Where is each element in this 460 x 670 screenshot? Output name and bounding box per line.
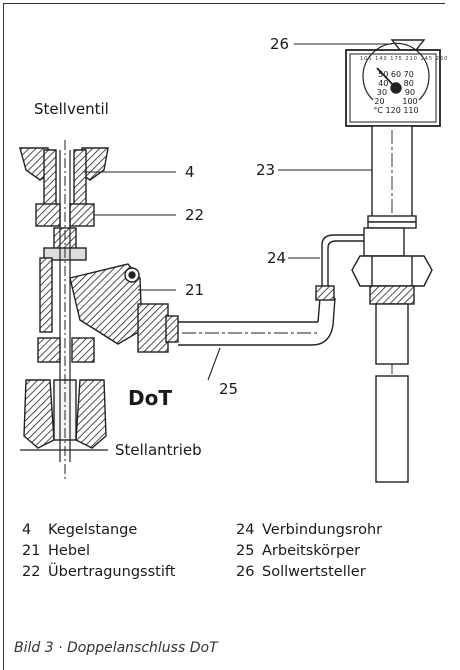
label-stellantrieb: Stellantrieb bbox=[115, 441, 202, 459]
leader-lines bbox=[84, 43, 392, 381]
dial-30: 30 bbox=[376, 88, 388, 97]
dial-120: 120 bbox=[385, 106, 401, 115]
dial-unit: °C bbox=[373, 106, 383, 115]
dial-60: 60 bbox=[390, 70, 402, 79]
callout-26: 26 bbox=[270, 35, 290, 53]
callout-23: 23 bbox=[256, 161, 276, 179]
callout-22: 22 bbox=[185, 206, 205, 224]
label-stellventil: Stellventil bbox=[34, 100, 109, 118]
dial-small-marks: 105 140 175 210 245 280 bbox=[360, 56, 449, 62]
dial-50: 50 bbox=[378, 70, 389, 79]
thermostat-assembly bbox=[345, 39, 441, 483]
dial-scale: 50 60 70 40 80 30 90 20 100 °C 120 110 bbox=[357, 70, 435, 115]
working-body-tube bbox=[178, 285, 336, 346]
callout-21: 21 bbox=[185, 281, 205, 299]
dial-40: 40 bbox=[378, 79, 389, 88]
connection-pipe bbox=[321, 234, 368, 286]
dial-20: 20 bbox=[374, 97, 385, 106]
figure-caption: Bild 3 · Doppelanschluss DoT bbox=[14, 640, 218, 656]
callout-24: 24 bbox=[267, 249, 287, 267]
callout-4: 4 bbox=[185, 163, 195, 181]
dial-100: 100 bbox=[402, 97, 418, 106]
dial-80: 80 bbox=[403, 79, 414, 88]
dial-90: 90 bbox=[404, 88, 416, 97]
dial-110: 110 bbox=[403, 106, 419, 115]
label-dot: DoT bbox=[128, 386, 172, 410]
valve-assembly bbox=[19, 140, 179, 482]
dial-70: 70 bbox=[403, 70, 414, 79]
figure-frame bbox=[3, 3, 445, 670]
callout-25: 25 bbox=[219, 380, 239, 398]
